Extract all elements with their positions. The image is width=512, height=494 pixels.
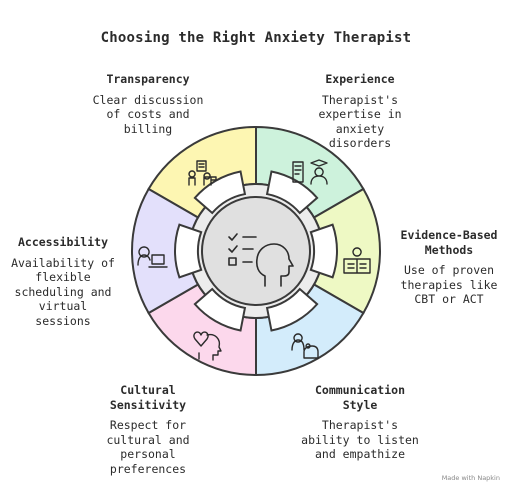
- label-description: Availability of flexible scheduling and …: [11, 255, 115, 328]
- ring-tab: [193, 287, 247, 332]
- laptop-user-icon: [137, 246, 168, 268]
- napkin-credit: Made with Napkin: [441, 474, 500, 482]
- ring-tab: [265, 287, 319, 332]
- label-description: Use of proven therapies like CBT or ACT: [400, 263, 498, 306]
- label-description: Therapist's expertise in anxiety disorde…: [318, 92, 402, 151]
- ring-tab: [265, 170, 319, 215]
- label-description: Clear discussion of costs and billing: [92, 92, 204, 136]
- ring-tab: [174, 223, 203, 279]
- center-circle: [201, 196, 311, 306]
- label-heading: Cultural Sensitivity: [109, 383, 187, 412]
- listening-icon: [291, 333, 319, 359]
- label-description: Respect for cultural and personal prefer…: [106, 418, 190, 476]
- label-heading: Transparency: [106, 72, 190, 86]
- reading-icon: [343, 247, 371, 274]
- diagram-title: Choosing the Right Anxiety Therapist: [100, 30, 412, 46]
- ring-tab: [193, 170, 247, 215]
- ring-tab: [309, 223, 338, 279]
- checklist-head-icon: [228, 233, 294, 287]
- payment-icon: [188, 160, 217, 186]
- graduate-icon: [292, 159, 328, 185]
- heart-head-icon: [193, 331, 222, 361]
- label-heading: Accessibility: [17, 235, 108, 249]
- label-description: Therapist's ability to listen and empath…: [301, 418, 419, 461]
- label-heading: Experience: [325, 72, 395, 86]
- label-heading: Communication Style: [314, 383, 405, 412]
- label-heading: Evidence-Based Methods: [400, 228, 498, 257]
